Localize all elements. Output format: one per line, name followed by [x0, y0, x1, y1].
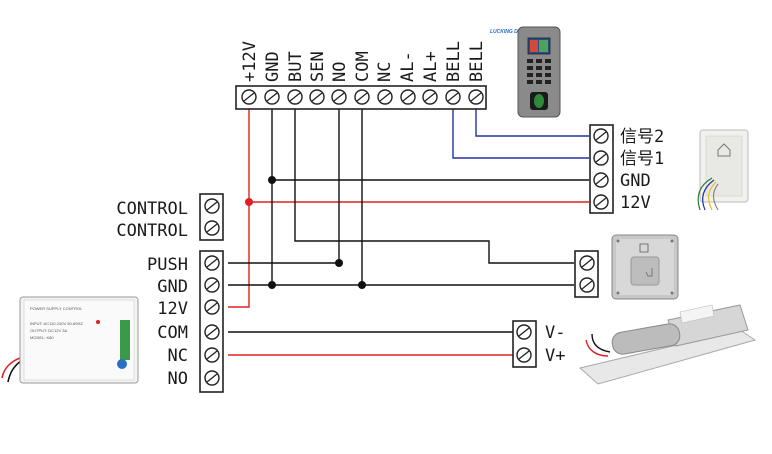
control-terminal-block: CONTROL CONTROL [116, 193, 224, 241]
wire-bell-signal1 [452, 108, 589, 159]
junctions [245, 176, 366, 289]
lock-terminal-block: V- V+ [512, 320, 565, 368]
electric-bolt-lock [578, 304, 757, 385]
wire-no-push [228, 108, 340, 264]
screw-icon [579, 277, 595, 293]
top-terminal-block: +12V GND BUT SEN NO COM NC AL- AL+ BELL … [235, 41, 487, 110]
screw-icon [593, 150, 609, 166]
lock-label-v-minus: V- [545, 323, 565, 343]
terminal-label-no: NO [330, 62, 350, 82]
hand-icon [645, 268, 653, 277]
screw-icon [204, 347, 220, 363]
reader-brand: LUCKING DOOR [490, 29, 530, 35]
screw-icon [204, 198, 220, 214]
doorbell-label-signal2: 信号2 [620, 127, 664, 147]
doorbell-device [697, 129, 749, 211]
psu-terminal-strip [120, 320, 130, 360]
screw-icon [377, 89, 393, 105]
screw-icon [468, 89, 484, 105]
psu-label-nc: NC [168, 346, 188, 366]
psu-title: POWER SUPPLY CONTROL [30, 306, 83, 311]
terminal-label-nc: NC [375, 62, 395, 82]
screw-icon [264, 89, 280, 105]
exit-button-terminal-block [574, 250, 599, 298]
door-icon [639, 243, 649, 253]
junction-dot [335, 259, 343, 267]
doorbell-label-signal1: 信号1 [620, 149, 664, 169]
terminal-label-gnd: GND [263, 51, 283, 82]
exit-button-device [611, 234, 679, 300]
wire-bell-signal2 [475, 108, 589, 137]
terminal-label-al-minus: AL- [398, 51, 418, 82]
screw-icon [309, 89, 325, 105]
terminal-label-com: COM [353, 51, 373, 82]
lock-cylinder [611, 323, 681, 355]
psu-label-gnd: GND [157, 277, 188, 297]
screw-icon [287, 89, 303, 105]
terminal-label-but: BUT [286, 51, 306, 82]
junction-dot [268, 281, 276, 289]
terminal-label-al-plus: AL+ [421, 51, 441, 82]
lock-label-v-plus: V+ [545, 346, 565, 366]
terminal-label-sen: SEN [308, 51, 328, 82]
psu-terminal-block: PUSH GND 12V COM NC NO [147, 250, 224, 393]
junction-dot [245, 198, 253, 206]
screw-icon [422, 89, 438, 105]
fingerprint-reader: LUCKING DOOR [490, 26, 561, 118]
psu-spec-input: INPUT: AC110-240V 50-60HZ [30, 321, 83, 326]
psu-spec-model: MODEL: K80 [30, 335, 54, 340]
doorbell-terminal-block: 信号2 信号1 GND 12V [589, 124, 664, 214]
screw-icon [241, 89, 257, 105]
wires [228, 108, 589, 356]
psu-label-com: COM [157, 323, 188, 343]
psu-led-icon [96, 320, 100, 324]
screw-icon [204, 299, 220, 315]
control-label: CONTROL [116, 199, 188, 219]
power-supply-device: POWER SUPPLY CONTROL INPUT: AC110-240V 5… [1, 296, 139, 384]
junction-dot [358, 281, 366, 289]
screw-icon [204, 370, 220, 386]
junction-dot [268, 176, 276, 184]
wire-12v-main [228, 108, 250, 308]
doorbell-label-12v: 12V [620, 193, 651, 213]
terminal-label-plus12v: +12V [240, 41, 260, 82]
psu-logo-icon [117, 359, 127, 369]
top-terminal-screws [241, 89, 484, 105]
screw-icon [593, 172, 609, 188]
keypad-icon [527, 59, 551, 84]
psu-label-12v: 12V [157, 299, 188, 319]
screw-icon [331, 89, 347, 105]
psu-spec-output: OUTPUT: DC12V 3A [30, 328, 67, 333]
screw-icon [516, 347, 532, 363]
control-label: CONTROL [116, 221, 188, 241]
screw-icon [445, 89, 461, 105]
top-terminal-labels: +12V GND BUT SEN NO COM NC AL- AL+ BELL … [240, 41, 487, 82]
screw-icon [593, 128, 609, 144]
exit-button-icon [630, 256, 660, 286]
screw-icon [400, 89, 416, 105]
screw-icon [579, 255, 595, 271]
screw-icon [204, 220, 220, 236]
terminal-label-bell: BELL [444, 41, 464, 82]
wire-gnd-main [228, 108, 273, 286]
wire-button [294, 108, 574, 264]
doorbell-label-gnd: GND [620, 171, 651, 191]
screw-icon [593, 194, 609, 210]
psu-label-no: NO [168, 369, 188, 389]
house-icon [717, 143, 731, 157]
screw-icon [354, 89, 370, 105]
screw-icon [204, 324, 220, 340]
screw-icon [516, 324, 532, 340]
terminal-label-bell: BELL [467, 41, 487, 82]
screw-icon [204, 277, 220, 293]
psu-label-push: PUSH [147, 255, 188, 275]
screw-icon [204, 255, 220, 271]
